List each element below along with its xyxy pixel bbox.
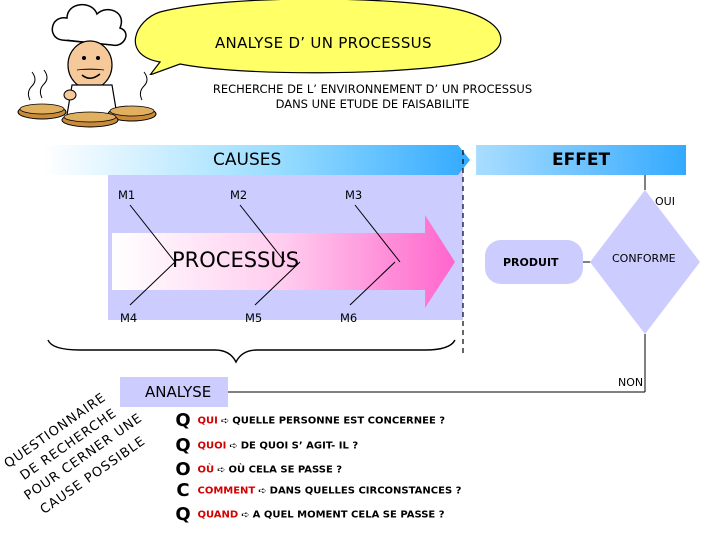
question-key: COMMENT — [197, 485, 256, 497]
analyse-label: ANALYSE — [145, 383, 212, 401]
question-text: DE QUOI S’ AGIT- IL ? — [240, 440, 359, 452]
page-title: ANALYSE D’ UN PROCESSUS — [215, 34, 432, 52]
question-letter: Q — [175, 504, 191, 525]
title-bubble — [134, 0, 502, 75]
question-letter: O — [175, 459, 191, 480]
causes-bar — [42, 145, 470, 175]
question-key: QUI — [197, 415, 218, 427]
question-row: C COMMENT➪DANS QUELLES CIRCONSTANCES ? — [172, 480, 461, 501]
m4-label: M4 — [120, 311, 138, 325]
produit-label: PRODUIT — [503, 256, 559, 269]
question-letter: C — [176, 480, 190, 501]
question-row: Q QUOI➪DE QUOI S’ AGIT- IL ? — [172, 435, 358, 456]
processus-label: PROCESSUS — [172, 248, 300, 272]
causes-label: CAUSES — [213, 150, 282, 170]
chef-illustration — [17, 4, 157, 128]
arrow-right-icon: ➪ — [258, 485, 267, 497]
non-label: NON — [618, 376, 644, 389]
arrow-right-icon: ➪ — [220, 415, 230, 427]
question-row: O OÙ➪OÙ CELA SE PASSE ? — [172, 459, 342, 480]
question-key: QUOI — [197, 440, 227, 452]
analyse-box — [120, 377, 228, 407]
arrow-right-icon: ➪ — [241, 509, 250, 521]
question-letter: Q — [175, 410, 191, 431]
conforme-diamond — [590, 190, 700, 334]
question-key: QUAND — [197, 509, 239, 521]
m2-label: M2 — [230, 188, 248, 202]
m6-label: M6 — [340, 311, 358, 325]
question-text: QUELLE PERSONNE EST CONCERNEE ? — [232, 415, 446, 427]
question-text: A QUEL MOMENT CELA SE PASSE ? — [252, 509, 445, 521]
arrow-right-icon: ➪ — [229, 440, 238, 452]
question-row: Q QUI➪QUELLE PERSONNE EST CONCERNEE ? — [172, 410, 445, 431]
arrow-right-icon: ➪ — [217, 464, 226, 476]
question-text: OÙ CELA SE PASSE ? — [228, 464, 343, 476]
brace — [47, 339, 456, 364]
processus-arrow — [112, 215, 455, 308]
m5-label: M5 — [245, 311, 263, 325]
subtitle-line-2: DANS UNE ETUDE DE FAISABILITE — [275, 97, 470, 111]
question-row: Q QUAND➪A QUEL MOMENT CELA SE PASSE ? — [172, 504, 445, 525]
question-text: DANS QUELLES CIRCONSTANCES ? — [269, 485, 462, 497]
oui-label: OUI — [655, 195, 675, 208]
m3-label: M3 — [345, 188, 363, 202]
conforme-label: CONFORME — [612, 252, 676, 265]
produit-box — [485, 240, 583, 284]
effet-label: EFFET — [552, 150, 611, 170]
effet-bar — [476, 145, 686, 175]
question-letter: Q — [175, 435, 191, 456]
m1-label: M1 — [118, 188, 136, 202]
question-key: OÙ — [197, 464, 215, 476]
subtitle-line-1: RECHERCHE DE L’ ENVIRONNEMENT D’ UN PROC… — [212, 82, 533, 96]
